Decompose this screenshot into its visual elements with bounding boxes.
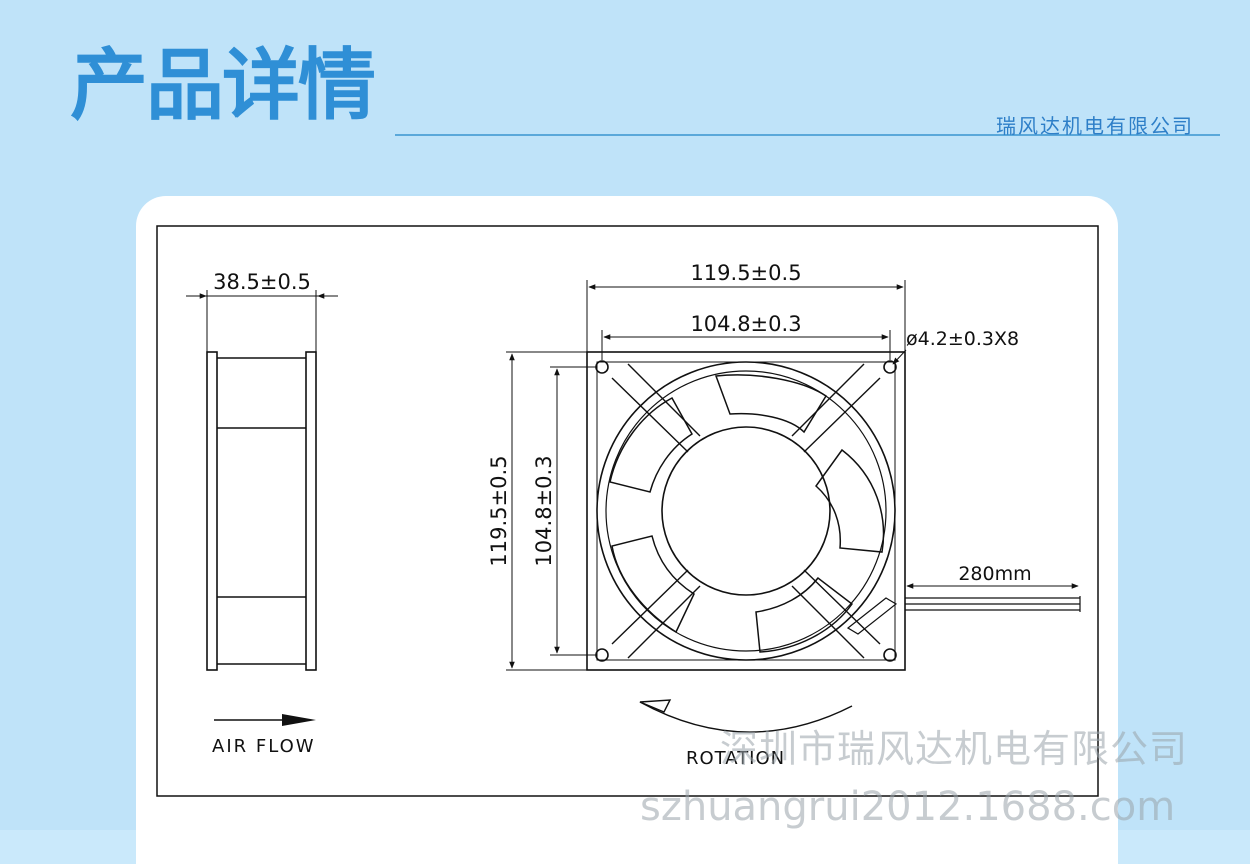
watermark-url: szhuangrui2012.1688.com: [640, 784, 1176, 830]
hole-spacing-width-dimension-label: 104.8±0.3: [690, 312, 801, 336]
outer-width-dimension-label: 119.5±0.5: [690, 261, 801, 285]
side-view: [186, 290, 338, 671]
hole-spacing-height-dimension-label: 104.8±0.3: [532, 455, 556, 566]
page-title: 产品详情: [70, 41, 376, 131]
airflow-arrow: [214, 714, 316, 726]
mounting-hole-dimension-label: ø4.2±0.3X8: [906, 328, 1019, 350]
front-view-dimensions: [506, 280, 1079, 671]
front-view: [586, 351, 1081, 671]
drawing-frame: [156, 225, 1099, 797]
airflow-label: AIR FLOW: [212, 736, 316, 757]
title-divider: [395, 134, 1220, 136]
drawing-card: [136, 196, 1118, 864]
outer-height-dimension-label: 119.5±0.5: [487, 455, 511, 566]
watermark-company: 深圳市瑞风达机电有限公司: [720, 727, 1189, 771]
company-name: 瑞风达机电有限公司: [996, 114, 1194, 138]
cable-length-dimension-label: 280mm: [958, 563, 1031, 585]
rotation-label: ROTATION: [686, 748, 785, 769]
rotation-arrow: [639, 699, 853, 733]
thickness-dimension-label: 38.5±0.5: [213, 270, 311, 294]
